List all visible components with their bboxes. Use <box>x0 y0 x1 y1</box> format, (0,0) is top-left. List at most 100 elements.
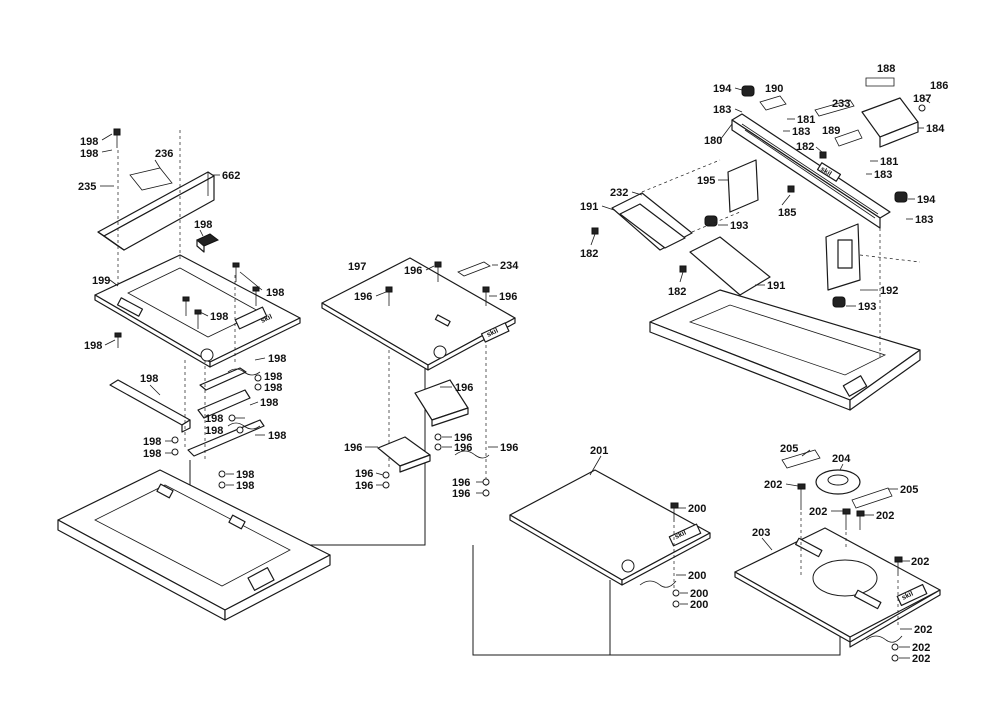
callout-198: 198 <box>80 136 98 148</box>
dashed-lines-right <box>641 159 921 360</box>
callout-198: 198 <box>80 148 98 160</box>
callout-202: 202 <box>914 624 932 636</box>
callout-191: 191 <box>580 201 598 213</box>
callout-198: 198 <box>143 448 161 460</box>
callout-187: 187 <box>913 93 931 105</box>
callout-205: 205 <box>900 484 918 496</box>
callout-183: 183 <box>713 104 731 116</box>
callout-196: 196 <box>355 480 373 492</box>
callout-198: 198 <box>205 425 223 437</box>
table-plate-197: skil <box>321 257 516 371</box>
callout-198: 198 <box>143 436 161 448</box>
brand-mark: skil <box>674 530 688 541</box>
callout-198: 198 <box>268 353 286 365</box>
leader-lines-201 <box>589 455 688 605</box>
callout-194: 194 <box>917 194 936 206</box>
callout-200: 200 <box>690 599 708 611</box>
callout-196: 196 <box>454 432 472 444</box>
base-table-right <box>649 289 921 411</box>
callout-194: 194 <box>713 83 732 95</box>
callout-196: 196 <box>354 291 372 303</box>
callout-191: 191 <box>767 280 785 292</box>
callout-198: 198 <box>194 219 212 231</box>
callout-182: 182 <box>580 248 598 260</box>
callout-202: 202 <box>912 653 930 665</box>
brackets-middle <box>377 379 490 497</box>
left-table-assembly: skil <box>57 128 331 621</box>
fence-and-table-assembly: 194 190 233 188 186 187 183 181 183 189 … <box>580 63 948 411</box>
callout-205: 205 <box>780 443 798 455</box>
brand-mark: skil <box>260 314 274 325</box>
callout-192: 192 <box>880 285 898 297</box>
callout-181: 181 <box>797 114 815 126</box>
callout-184: 184 <box>926 123 945 135</box>
hardware-202 <box>797 483 903 662</box>
callout-198: 198 <box>264 382 282 394</box>
callout-198: 198 <box>236 480 254 492</box>
callout-193: 193 <box>730 220 748 232</box>
callout-232: 232 <box>610 187 628 199</box>
callout-182: 182 <box>668 286 686 298</box>
clamp-housing-184 <box>861 97 926 148</box>
callout-196: 196 <box>500 442 518 454</box>
callout-188: 188 <box>877 63 895 75</box>
callout-198: 198 <box>264 371 282 383</box>
decal-234 <box>457 261 491 277</box>
callout-202: 202 <box>876 510 894 522</box>
fence-plates <box>611 159 861 296</box>
callout-196: 196 <box>499 291 517 303</box>
callout-197: 197 <box>348 261 366 273</box>
callout-196: 196 <box>452 488 470 500</box>
callout-180: 180 <box>704 135 722 147</box>
callout-181: 181 <box>880 156 898 168</box>
decals-205 <box>781 449 893 509</box>
callout-204: 204 <box>832 453 851 465</box>
base-table-left <box>57 469 331 621</box>
callout-196: 196 <box>404 265 422 277</box>
fence-662 <box>97 171 215 251</box>
callout-235: 235 <box>78 181 96 193</box>
middle-table-assembly: skil <box>321 257 519 500</box>
callout-198: 198 <box>236 469 254 481</box>
hardware-200 <box>639 502 680 608</box>
leader-lines-203 <box>761 449 912 659</box>
callout-183: 183 <box>874 169 892 181</box>
brand-mark: skil <box>901 591 915 602</box>
callout-198: 198 <box>205 413 223 425</box>
callout-198: 198 <box>140 373 158 385</box>
ring-204 <box>815 469 861 495</box>
callout-196: 196 <box>355 468 373 480</box>
callout-196: 196 <box>452 477 470 489</box>
callout-200: 200 <box>688 503 706 515</box>
bolts-left <box>113 128 260 348</box>
callout-202: 202 <box>809 506 827 518</box>
knobs-and-bolts-right <box>591 85 908 308</box>
leader-lines-left <box>101 133 266 486</box>
table-plate-201: skil <box>509 469 711 586</box>
callout-189: 189 <box>822 125 840 137</box>
bolts-middle <box>385 261 490 495</box>
table-plate-201-assembly: skil 201 200 200 200 200 <box>509 445 711 611</box>
callout-236: 236 <box>155 148 173 160</box>
brand-mark: skil <box>486 328 500 339</box>
router-plate-203-assembly: skil <box>734 443 941 665</box>
callout-196: 196 <box>344 442 362 454</box>
callout-234: 234 <box>500 260 519 272</box>
callout-186: 186 <box>930 80 948 92</box>
callout-182: 182 <box>796 141 814 153</box>
callout-196: 196 <box>455 382 473 394</box>
brackets-left <box>109 275 265 489</box>
router-plate-203: skil <box>734 527 941 648</box>
callout-202: 202 <box>764 479 782 491</box>
leader-lines-middle <box>365 264 498 494</box>
callout-190: 190 <box>765 83 783 95</box>
table-plate-199: skil <box>94 254 301 368</box>
assembly-connector-lines <box>189 340 841 656</box>
callout-202: 202 <box>911 556 929 568</box>
callout-198: 198 <box>84 340 102 352</box>
callout-200: 200 <box>690 588 708 600</box>
callout-183: 183 <box>915 214 933 226</box>
callout-183: 183 <box>792 126 810 138</box>
callout-193: 193 <box>858 301 876 313</box>
